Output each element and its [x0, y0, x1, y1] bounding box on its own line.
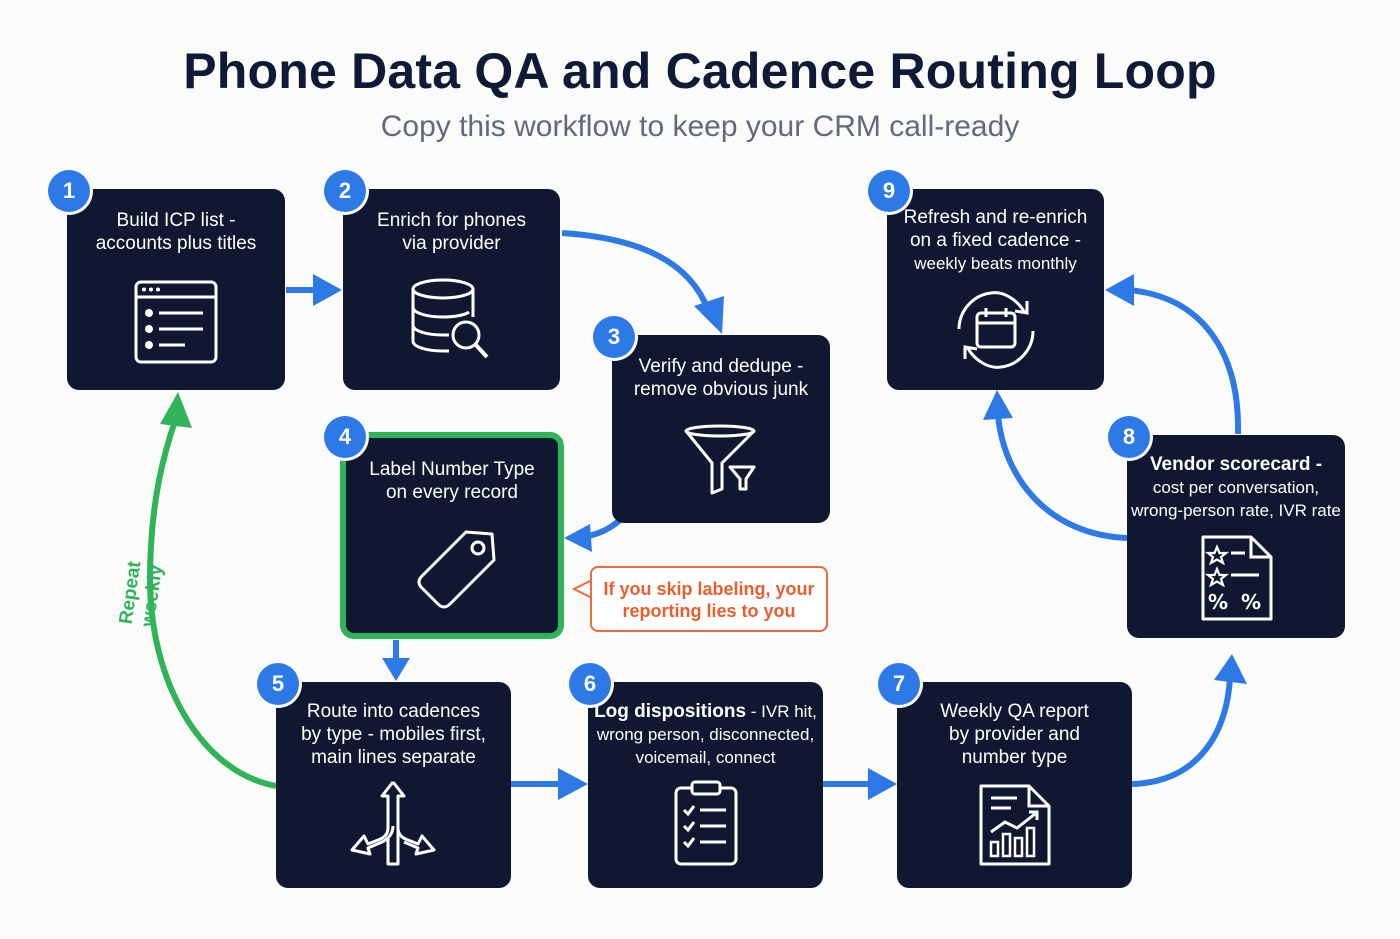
arrow-5-to-6 — [511, 768, 588, 800]
step-card-9: Refresh and re-enrich on a fixed cadence… — [887, 189, 1104, 390]
step-badge-1: 1 — [48, 170, 90, 212]
arrow-3-to-4 — [564, 515, 625, 552]
callout-pointer — [572, 579, 593, 599]
step-badge-2: 2 — [324, 170, 366, 212]
step-3-text: Verify and dedupe - remove obvious junk — [633, 356, 809, 400]
step-9-text: Refresh and re-enrich on a fixed cadence… — [903, 207, 1088, 273]
svg-text:%: % — [1208, 590, 1228, 614]
step-1-text: Build ICP list - accounts plus titles — [95, 210, 257, 254]
step-badge-4: 4 — [324, 416, 366, 458]
funnel-icon — [684, 424, 756, 495]
arrow-4-to-5 — [382, 640, 410, 681]
warning-callout: If you skip labeling, your reporting lie… — [590, 566, 828, 632]
arrow-1-to-2 — [286, 274, 342, 306]
step-card-3: Verify and dedupe - remove obvious junk — [612, 335, 830, 523]
arrow-8-to-9-right — [1105, 274, 1242, 435]
checklist-clipboard-icon — [674, 780, 738, 866]
split-arrows-icon — [350, 781, 436, 866]
report-chart-icon — [979, 784, 1051, 866]
step-2-text: Enrich for phones via provider — [377, 210, 526, 254]
step-8-text: Vendor scorecard - cost per conversation… — [1131, 454, 1341, 520]
step-card-4: Label Number Type on every record — [340, 432, 564, 639]
arrow-7-to-8 — [1131, 654, 1247, 787]
step-badge-7: 7 — [878, 663, 920, 705]
database-search-icon — [411, 278, 489, 359]
tag-icon — [417, 530, 496, 609]
step-4-text: Label Number Type on every record — [369, 459, 535, 503]
step-card-6: Log dispositions - IVR hit, wrong person… — [588, 682, 823, 888]
step-card-7: Weekly QA report by provider and number … — [897, 682, 1132, 888]
arrow-6-to-7 — [823, 768, 897, 800]
repeat-loop-arrow — [146, 392, 277, 789]
step-5-text: Route into cadences by type - mobiles fi… — [301, 701, 486, 768]
step-card-8: Vendor scorecard - cost per conversation… — [1127, 435, 1345, 638]
arrow-2-to-3 — [561, 230, 724, 334]
step-badge-6: 6 — [569, 663, 611, 705]
list-window-icon — [134, 280, 218, 364]
step-badge-3: 3 — [593, 316, 635, 358]
step-card-2: Enrich for phones via provider — [343, 189, 560, 390]
step-card-5: Route into cadences by type - mobiles fi… — [276, 682, 511, 888]
step-badge-5: 5 — [257, 663, 299, 705]
svg-text:%: % — [1241, 590, 1261, 614]
arrow-8-to-9-left — [983, 390, 1128, 541]
step-badge-8: 8 — [1108, 416, 1150, 458]
step-7-text: Weekly QA report by provider and number … — [940, 701, 1089, 768]
diagram-subtitle: Copy this workflow to keep your CRM call… — [380, 110, 1020, 143]
diagram-title: Phone Data QA and Cadence Routing Loop — [183, 43, 1217, 99]
step-card-1: Build ICP list - accounts plus titles — [67, 189, 285, 390]
step-badge-9: 9 — [868, 170, 910, 212]
calendar-refresh-icon — [957, 291, 1035, 369]
scorecard-icon: % % — [1201, 535, 1273, 621]
step-6-text: Log dispositions - IVR hit, wrong person… — [594, 701, 817, 767]
